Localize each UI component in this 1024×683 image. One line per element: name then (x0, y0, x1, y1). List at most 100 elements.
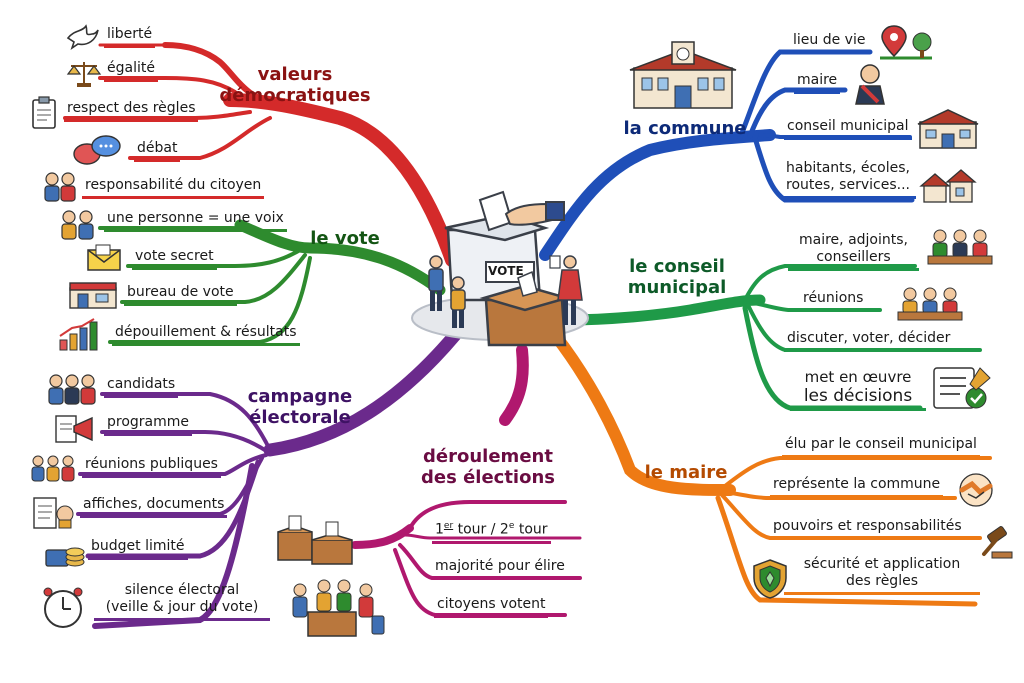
branch-maire-commune (747, 87, 848, 139)
valeurs-item-egalite: égalité (104, 60, 158, 82)
valeurs-title-line1: valeurs (257, 64, 333, 85)
voter-man (428, 255, 444, 311)
branch-deroulement-top (408, 500, 567, 530)
branch-pouvoirs (720, 493, 982, 540)
conseil-title-line1: le conseil (629, 256, 725, 277)
conseil-item-discuter: discuter, voter, décider (784, 330, 954, 352)
campagne-item-affiches: affiches, documents (80, 496, 228, 518)
branch-reunions-pub (78, 453, 268, 476)
valeurs-title: valeurs démocratiques (215, 64, 375, 106)
tour-text-b: tour (514, 521, 548, 538)
handshake-icon (956, 472, 996, 508)
branch-candidats (100, 392, 272, 452)
megaphone-icon (52, 412, 98, 446)
branch-securite (715, 495, 978, 607)
conseil-item-met-en-oeuvre: met en œuvre les décisions (790, 368, 926, 411)
vote-title: le vote (310, 228, 380, 249)
maire-item-represente: représente la commune (770, 476, 944, 498)
branch-programme (100, 430, 270, 454)
voting-citizens-icon (286, 576, 386, 638)
voter-girl (450, 276, 466, 328)
voters-icon (56, 208, 100, 240)
meeting-icon (28, 452, 78, 484)
branch-secret (126, 248, 302, 268)
conseil-oeuvre-line2: les décisions (803, 386, 913, 406)
branch-adjoints (743, 264, 917, 302)
tour-text-a: tour / 2 (453, 521, 509, 538)
branch-conseil-commune (758, 133, 912, 139)
conseil-title: le conseil municipal (612, 256, 742, 298)
commune-item-habitants: habitants, écoles, routes, services... (780, 160, 916, 199)
valeurs-item-respect: respect des règles (64, 100, 199, 122)
dove-icon (64, 20, 100, 52)
vote-item-une-voix: une personne = une voix (104, 210, 287, 232)
valeurs-title-line2: démocratiques (219, 85, 371, 106)
building-icon (916, 106, 980, 150)
checklist-icon (930, 364, 994, 412)
deroulement-item-tour: 1er tour / 2e tour (432, 518, 551, 544)
campagne-item-candidats: candidats (104, 376, 179, 398)
bar-chart-icon (56, 318, 100, 352)
commune-title: la commune (623, 118, 747, 139)
campagne-item-budget: budget limité (88, 538, 188, 560)
campagne-item-reunions: réunions publiques (82, 456, 221, 478)
branch-valeurs-upper (162, 42, 283, 107)
commune-item-lieu: lieu de vie (790, 32, 869, 54)
branch-depouillement (108, 256, 312, 344)
branch-respect (63, 110, 252, 120)
center-polling-illustration (411, 190, 589, 347)
commune-habitants-line1: habitants, écoles, (786, 160, 910, 176)
citizens-icon (40, 170, 80, 202)
branch-debat (128, 116, 272, 160)
vote-item-depouillement: dépouillement & résultats (112, 324, 300, 346)
council-icon (926, 226, 994, 270)
branch-tour (403, 533, 582, 540)
deroulement-title-line2: des élections (421, 467, 555, 488)
conseil-adjoints-line2: conseillers (816, 249, 891, 265)
branch-citoyens (393, 548, 567, 617)
clipboard-icon (30, 96, 58, 130)
conseil-adjoints-line1: maire, adjoints, (799, 232, 908, 248)
conseil-item-adjoints: maire, adjoints, conseillers (788, 232, 919, 271)
maire-item-elu: élu par le conseil municipal (782, 436, 980, 458)
shield-icon (752, 558, 788, 600)
deroulement-title: déroulement des élections (418, 446, 558, 488)
branch-majorite (398, 543, 582, 580)
valeurs-item-liberte: liberté (104, 26, 156, 48)
ballot-boxes-icon (276, 514, 356, 566)
campagne-title: campagne électorale (240, 386, 360, 428)
map-pin-icon (876, 22, 936, 62)
coins-icon (44, 540, 86, 570)
houses-icon (918, 166, 978, 206)
town-hall-icon (628, 40, 738, 110)
maire-title: le maire (644, 462, 728, 483)
commune-item-conseil: conseil municipal (784, 118, 912, 140)
tour1-number: 1 (435, 521, 444, 538)
valeurs-item-debat: débat (134, 140, 181, 162)
deroulement-title-line1: déroulement (423, 446, 553, 467)
branch-deroulement-main (499, 344, 529, 426)
campagne-title-line1: campagne (247, 386, 353, 407)
polling-station-icon (68, 280, 118, 310)
voter-woman (549, 255, 583, 325)
envelope-icon (86, 244, 122, 272)
branch-reunions-conseil (748, 300, 882, 312)
conseil-item-reunions: réunions (800, 290, 867, 312)
vote-item-bureau: bureau de vote (124, 284, 237, 306)
branch-commune-main (539, 129, 776, 261)
campagne-item-silence: silence électoral (veille & jour du vote… (94, 582, 270, 621)
posters-icon (32, 494, 76, 530)
meeting-table-icon (896, 284, 964, 324)
branch-maire-main (549, 329, 736, 496)
branch-conseil-main (559, 294, 766, 326)
campagne-title-line2: électorale (249, 407, 351, 428)
clock-icon (40, 584, 86, 630)
campagne-silence-line1: silence électoral (124, 582, 240, 598)
deroulement-item-citoyens: citoyens votent (434, 596, 549, 618)
branch-habitants (752, 135, 915, 203)
tour2-sup: e (508, 521, 515, 531)
maire-securite-line2: des règles (846, 573, 918, 589)
maire-item-pouvoirs: pouvoirs et responsabilités (770, 518, 965, 540)
vote-item-secret: vote secret (132, 248, 217, 270)
